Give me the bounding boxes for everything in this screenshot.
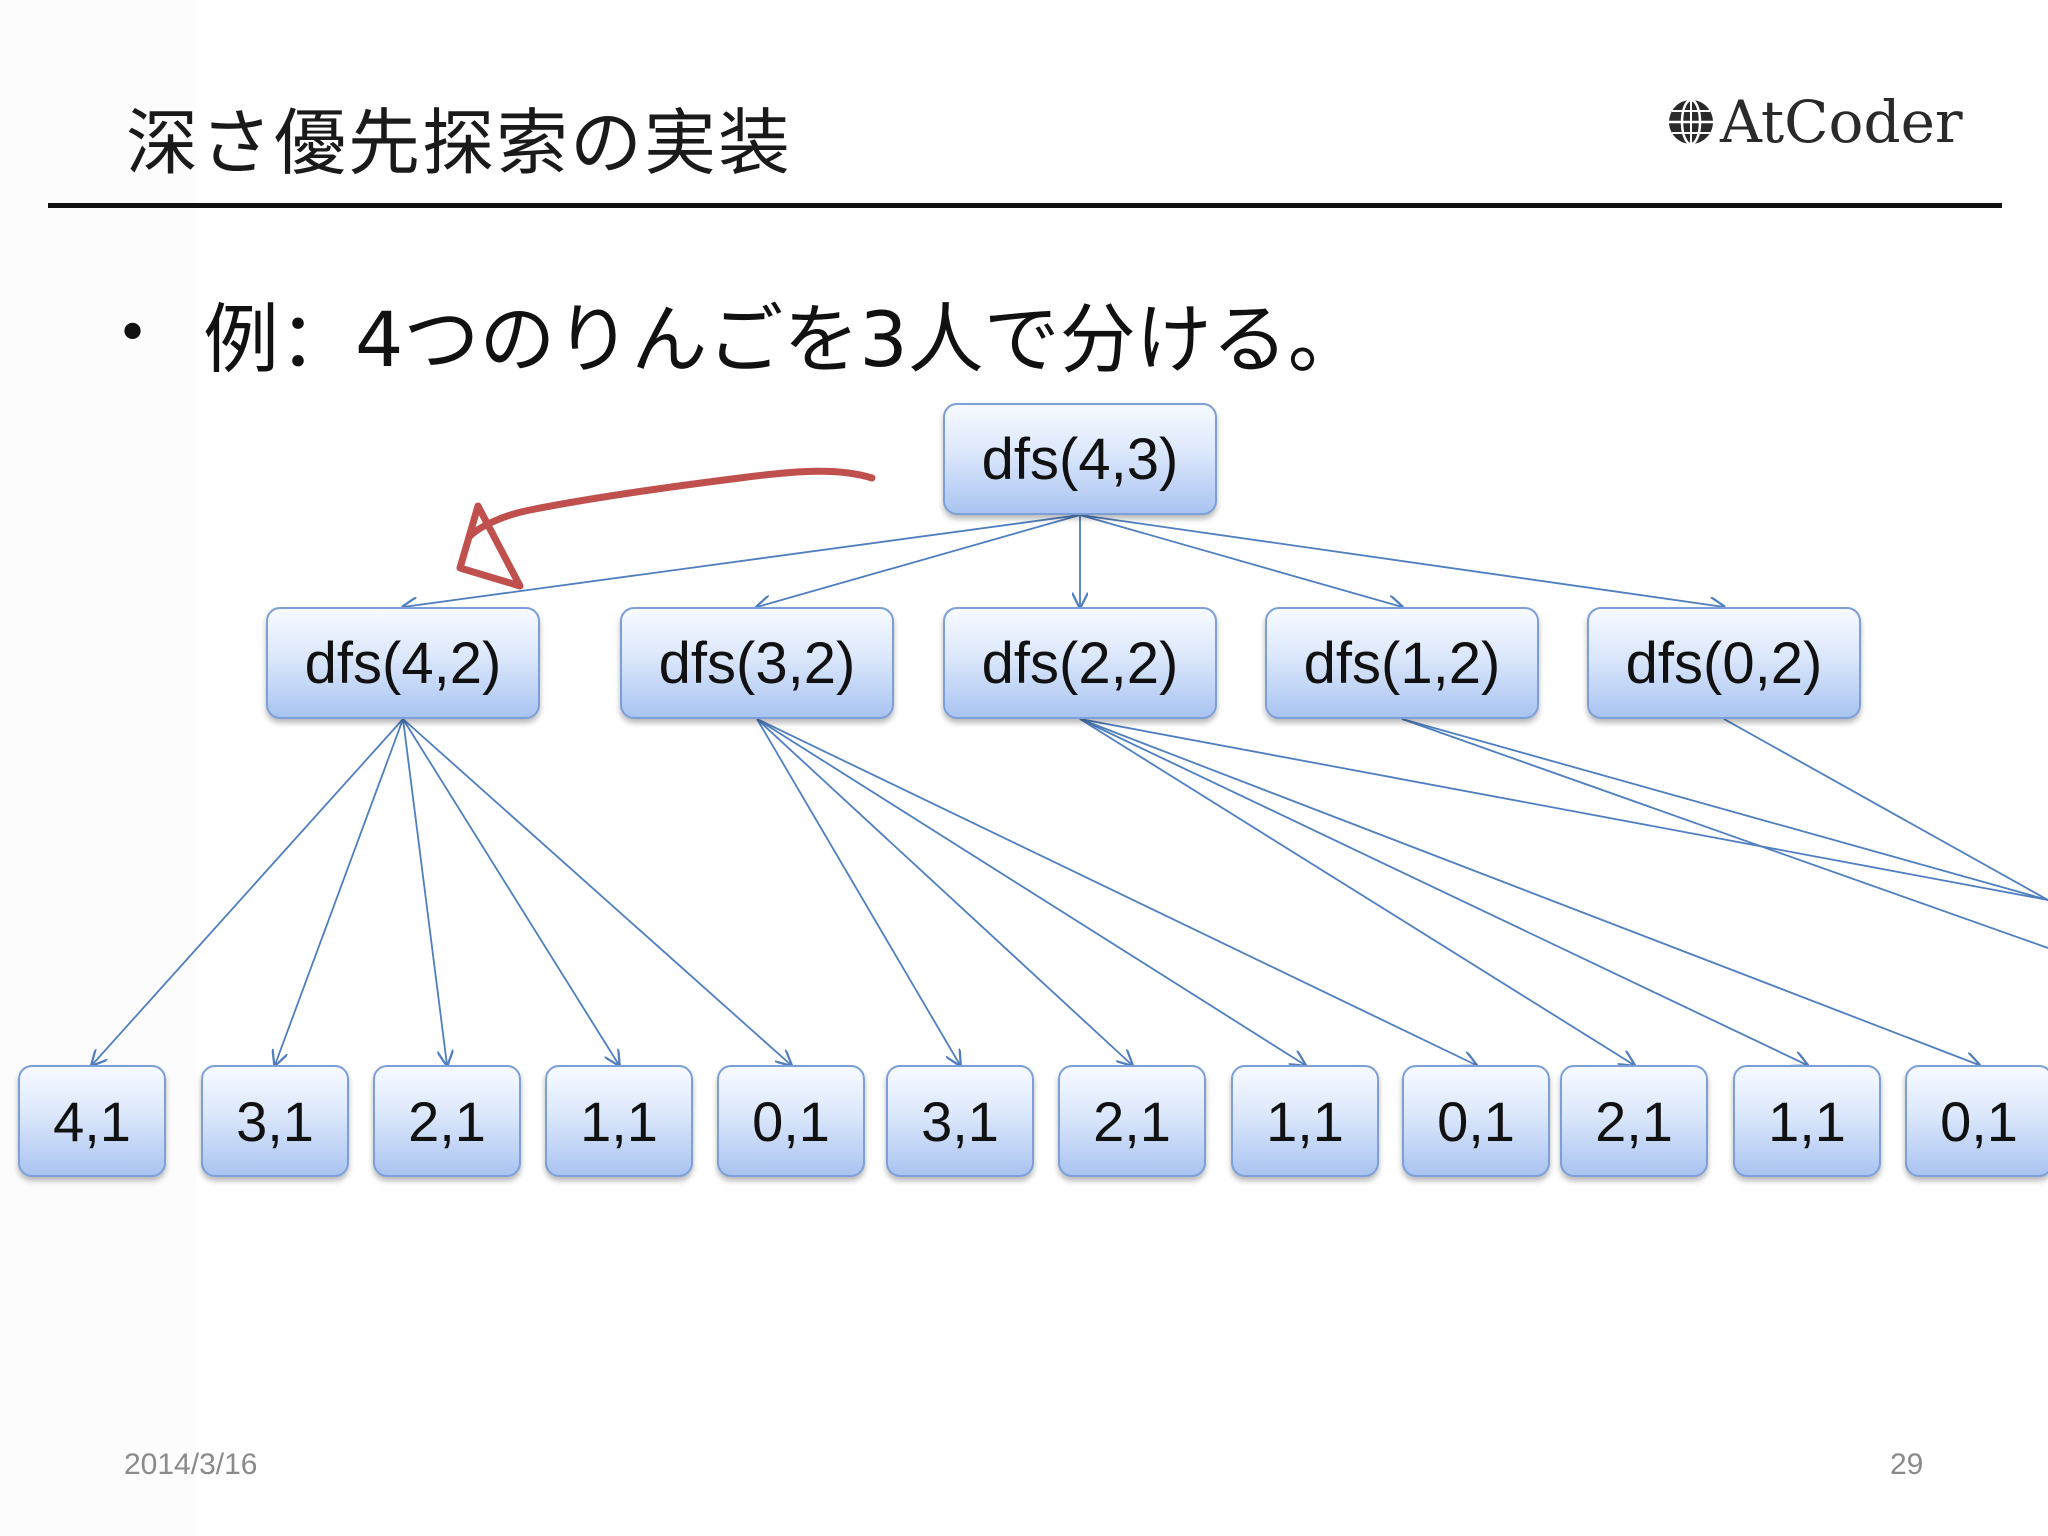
page-number: 29 — [1890, 1448, 1924, 1481]
edge-root-level2 — [1079, 514, 1402, 607]
node-level3: 3,1 — [201, 1065, 349, 1177]
node-level3: 2,1 — [1560, 1065, 1708, 1177]
node-level2: dfs(2,2) — [943, 607, 1217, 719]
edge-offscreen — [1401, 718, 2048, 901]
node-level2: dfs(3,2) — [620, 607, 894, 719]
edge-level2-level3 — [402, 718, 791, 1065]
node-level2: dfs(1,2) — [1265, 607, 1539, 719]
node-level3: 0,1 — [1905, 1065, 2048, 1177]
annotation-arrow — [456, 467, 876, 590]
edge-root-level2 — [403, 514, 1081, 607]
edge-offscreen — [1723, 718, 2048, 901]
edge-level2-level3 — [756, 718, 1476, 1065]
edge-level2-level3 — [92, 718, 404, 1065]
edge-group — [92, 514, 2048, 1065]
node-level3: 3,1 — [886, 1065, 1034, 1177]
node-level2: dfs(4,2) — [266, 607, 540, 719]
slide-title: 深さ優先探索の実装 — [126, 101, 793, 185]
bullet-item: • 例：4つのりんごを3人で分ける。 — [116, 278, 1364, 388]
node-level3: 1,1 — [545, 1065, 693, 1177]
node-level3: 2,1 — [1058, 1065, 1206, 1177]
node-level3: 0,1 — [1402, 1065, 1550, 1177]
node-level3: 2,1 — [373, 1065, 521, 1177]
title-divider — [48, 203, 2002, 208]
node-level3: 1,1 — [1733, 1065, 1881, 1177]
bullet-text: 例：4つのりんごを3人で分ける。 — [203, 295, 1364, 384]
edge-level2-level3 — [756, 718, 1132, 1065]
edge-level2-level3 — [402, 718, 619, 1065]
node-level3: 1,1 — [1231, 1065, 1379, 1177]
node-level3: 4,1 — [18, 1065, 166, 1177]
edge-level2-level3 — [1079, 718, 1634, 1065]
edge-offscreen — [1079, 718, 2048, 901]
edge-level2-level3 — [275, 718, 404, 1065]
footer-date: 2014/3/16 — [124, 1448, 258, 1481]
bullet-icon: • — [116, 300, 150, 366]
edge-level2-level3 — [1079, 718, 1979, 1065]
node-level3: 0,1 — [717, 1065, 865, 1177]
edge-level2-level3 — [402, 718, 447, 1065]
edge-level2-level3 — [756, 718, 960, 1065]
edge-root-level2 — [1079, 514, 1724, 607]
edge-level2-level3 — [756, 718, 1305, 1065]
globe-icon — [1669, 98, 1713, 146]
edge-offscreen — [1401, 718, 2048, 949]
edge-level2-level3 — [1079, 718, 1807, 1065]
node-root: dfs(4,3) — [943, 403, 1217, 515]
side-shade — [0, 0, 196, 1536]
edge-root-level2 — [757, 514, 1081, 607]
atcoder-logo: AtCoder — [1666, 88, 1963, 156]
logo-text: AtCoder — [1720, 88, 1963, 156]
node-level2: dfs(0,2) — [1587, 607, 1861, 719]
